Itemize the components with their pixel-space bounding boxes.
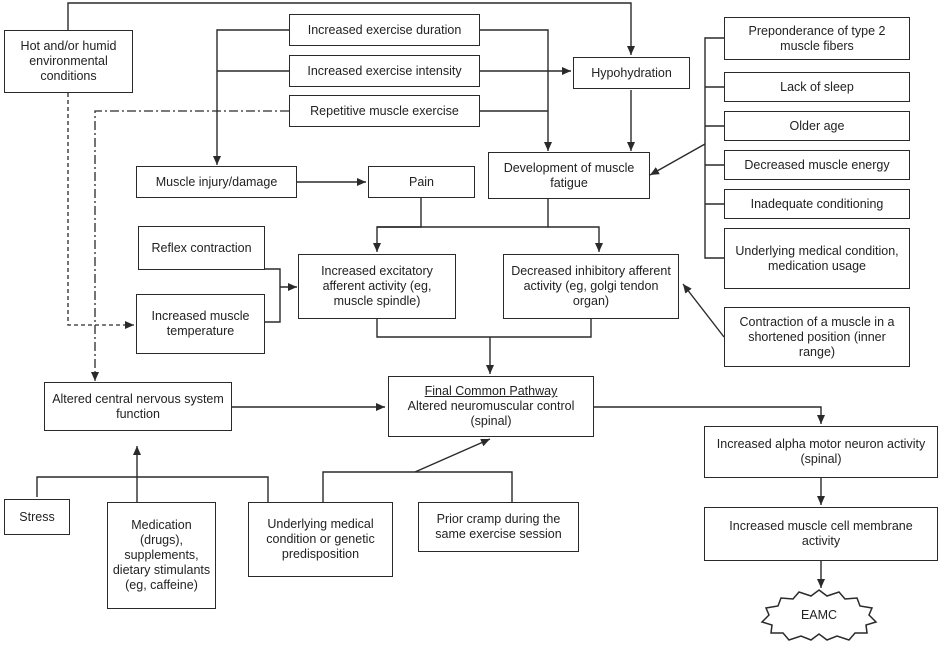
genetic-predisposition-box: Underlying medical condition or genetic … xyxy=(248,502,393,577)
pain-box: Pain xyxy=(368,166,475,198)
type2-fibers-box: Preponderance of type 2 muscle fibers xyxy=(724,17,910,60)
excitatory-activity-box: Increased excitatory afferent activity (… xyxy=(298,254,456,319)
eamc-starburst-shape xyxy=(760,589,878,641)
stress-box: Stress xyxy=(4,499,70,535)
reflex-contraction-box: Reflex contraction xyxy=(138,226,265,270)
shortened-position-box: Contraction of a muscle in a shortened p… xyxy=(724,307,910,367)
cns-function-box: Altered central nervous system function xyxy=(44,382,232,431)
inadequate-conditioning-box: Inadequate conditioning xyxy=(724,189,910,219)
membrane-activity-box: Increased muscle cell membrane activity xyxy=(704,507,938,561)
muscle-fatigue-box: Development of muscle fatigue xyxy=(488,152,650,199)
exercise-duration-box: Increased exercise duration xyxy=(289,14,480,46)
medication-box: Medication (drugs), supplements, dietary… xyxy=(107,502,216,609)
final-pathway-title: Final Common Pathway xyxy=(424,384,558,398)
lack-of-sleep-box: Lack of sleep xyxy=(724,72,910,102)
hot-humid-conditions-box: Hot and/or humid environmental condition… xyxy=(4,30,133,93)
alpha-motor-neuron-box: Increased alpha motor neuron activity (s… xyxy=(704,426,938,478)
hypohydration-box: Hypohydration xyxy=(573,57,690,89)
muscle-temperature-box: Increased muscle temperature xyxy=(136,294,265,354)
inhibitory-activity-box: Decreased inhibitory afferent activity (… xyxy=(503,254,679,319)
older-age-box: Older age xyxy=(724,111,910,141)
eamc-label: EAMC xyxy=(800,608,838,622)
prior-cramp-box: Prior cramp during the same exercise ses… xyxy=(418,502,579,552)
repetitive-exercise-box: Repetitive muscle exercise xyxy=(289,95,480,127)
medical-condition-usage-box: Underlying medical condition, medication… xyxy=(724,228,910,289)
muscle-energy-box: Decreased muscle energy xyxy=(724,150,910,180)
muscle-injury-box: Muscle injury/damage xyxy=(136,166,297,198)
exercise-intensity-box: Increased exercise intensity xyxy=(289,55,480,87)
final-common-pathway-box: Final Common Pathway Altered neuromuscul… xyxy=(388,376,594,437)
final-pathway-body: Altered neuromuscular control (spinal) xyxy=(407,399,575,428)
